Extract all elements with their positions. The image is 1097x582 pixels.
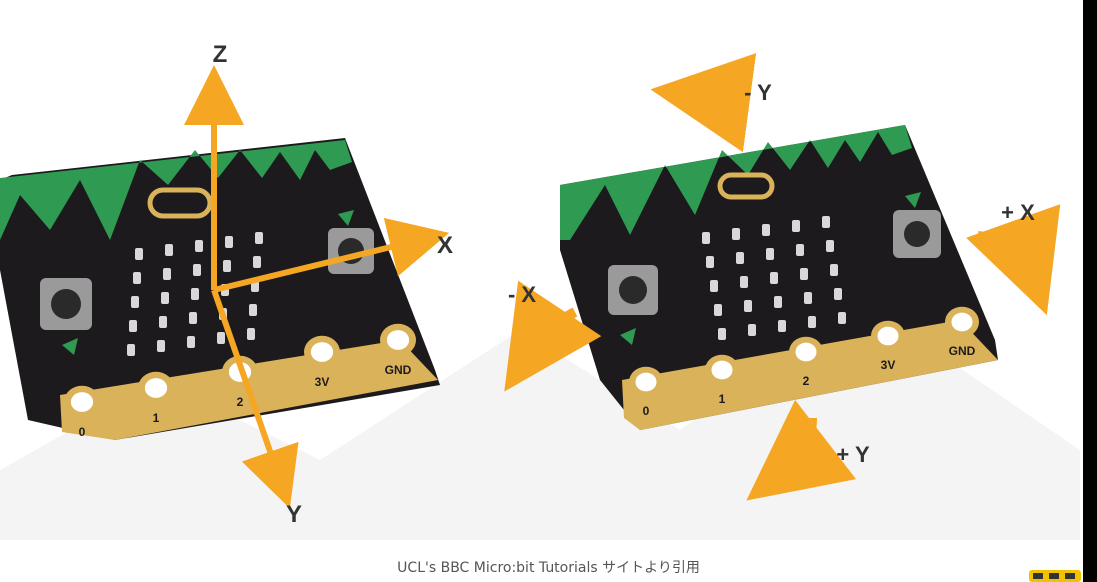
pin-hole — [144, 378, 168, 398]
led — [702, 232, 710, 244]
led — [133, 272, 141, 284]
led — [249, 304, 257, 316]
led — [718, 328, 726, 340]
edge-connector — [622, 320, 998, 430]
corner-badge-icon — [1029, 570, 1081, 582]
led — [157, 340, 165, 352]
pin-label: GND — [385, 363, 412, 377]
pin-hole — [795, 342, 817, 362]
pin-holes: 0 1 2 3V GND — [629, 306, 979, 418]
led — [195, 240, 203, 252]
led — [770, 272, 778, 284]
board-logo — [147, 187, 213, 219]
led — [766, 248, 774, 260]
pin-label: 0 — [643, 404, 650, 418]
plus-x-label: + X — [1001, 200, 1035, 225]
led — [129, 320, 137, 332]
led — [774, 296, 782, 308]
pin-label: 2 — [237, 395, 244, 409]
led — [165, 244, 173, 256]
led — [762, 224, 770, 236]
minus-x-label: - X — [508, 282, 536, 307]
led — [796, 244, 804, 256]
led — [127, 344, 135, 356]
pin-holes: 0 1 2 3V GND — [64, 323, 416, 439]
led — [247, 328, 255, 340]
board-logo — [717, 172, 775, 200]
button-a — [40, 278, 92, 355]
led — [253, 256, 261, 268]
pin-label: GND — [949, 344, 976, 358]
led — [740, 276, 748, 288]
led-matrix — [127, 232, 263, 356]
led — [217, 332, 225, 344]
pin-hole — [70, 392, 94, 412]
pin-label: 2 — [803, 374, 810, 388]
pin-label: 1 — [719, 392, 726, 406]
led — [161, 292, 169, 304]
y-axis-label: Y — [286, 501, 302, 528]
button-b — [893, 192, 941, 258]
led — [830, 264, 838, 276]
plus-y-arrow — [746, 399, 857, 501]
led — [187, 336, 195, 348]
pin-hole — [951, 312, 973, 332]
plus-x-arrow — [966, 204, 1061, 316]
led — [834, 288, 842, 300]
minus-x-arrow — [504, 280, 602, 392]
led — [189, 312, 197, 324]
led — [255, 232, 263, 244]
plus-y-label: + Y — [836, 442, 870, 467]
led — [748, 324, 756, 336]
led — [714, 304, 722, 316]
led — [706, 256, 714, 268]
led — [804, 292, 812, 304]
led-matrix — [702, 216, 846, 340]
led — [808, 316, 816, 328]
led — [736, 252, 744, 264]
led — [225, 236, 233, 248]
screen-edge-bar — [1083, 0, 1097, 582]
minus-y-arrow — [650, 53, 757, 153]
led — [732, 228, 740, 240]
pin-label: 1 — [153, 411, 160, 425]
right-microbit-board: 0 1 2 3V GND — [560, 125, 998, 430]
led — [223, 260, 231, 272]
left-axes: Z X Y — [184, 41, 453, 528]
led — [135, 248, 143, 260]
led — [792, 220, 800, 232]
board-green-pattern — [560, 125, 912, 240]
led — [800, 268, 808, 280]
source-caption: UCL's BBC Micro:bit Tutorials サイトより引用 — [397, 560, 700, 576]
pin-hole — [386, 330, 410, 350]
led — [838, 312, 846, 324]
x-axis-label: X — [437, 232, 453, 259]
pin-label: 0 — [79, 425, 86, 439]
pin-label: 3V — [881, 358, 896, 372]
pin-hole — [635, 372, 657, 392]
pin-hole — [877, 326, 899, 346]
y-axis-arrow — [211, 289, 299, 509]
led — [159, 316, 167, 328]
right-rotation-arrows: - Y + X - X + Y — [504, 53, 1061, 501]
pin-label: 3V — [315, 375, 330, 389]
led — [826, 240, 834, 252]
led — [778, 320, 786, 332]
x-axis-arrow — [213, 217, 450, 293]
minus-y-label: - Y — [744, 80, 772, 105]
led — [744, 300, 752, 312]
led — [163, 268, 171, 280]
led — [710, 280, 718, 292]
pin-hole — [711, 360, 733, 380]
led — [131, 296, 139, 308]
led — [191, 288, 199, 300]
button-a — [608, 265, 658, 345]
led — [193, 264, 201, 276]
z-axis-label: Z — [213, 41, 228, 68]
pin-hole — [310, 342, 334, 362]
led — [822, 216, 830, 228]
board-green-pattern — [0, 140, 352, 240]
